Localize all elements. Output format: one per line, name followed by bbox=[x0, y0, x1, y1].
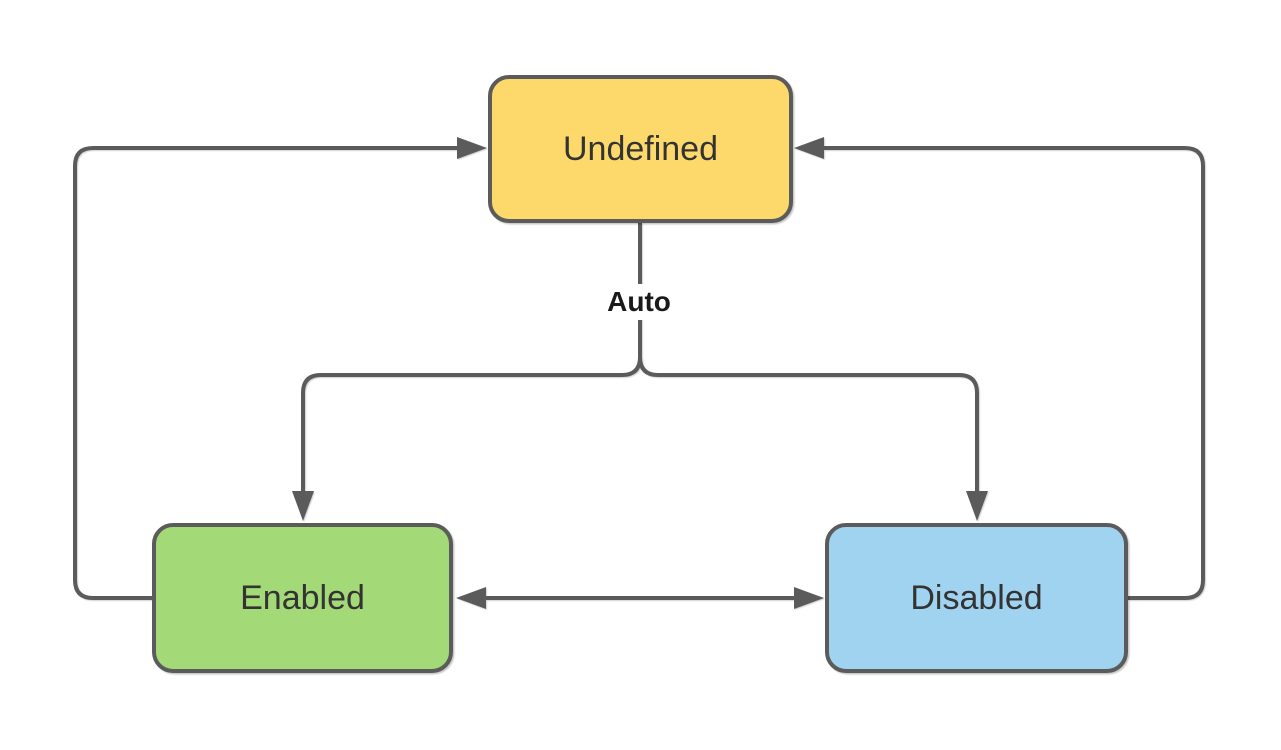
arrowhead-into-undefined-left bbox=[457, 137, 487, 159]
edge-disabled-to-undefined bbox=[820, 146, 1205, 600]
state-node-enabled-label: Enabled bbox=[240, 578, 365, 617]
state-node-undefined: Undefined bbox=[488, 75, 793, 223]
edge-undefined-to-enabled-auto bbox=[301, 223, 642, 495]
state-node-enabled: Enabled bbox=[152, 523, 453, 673]
edge-enabled-to-undefined bbox=[73, 146, 461, 600]
arrowhead-into-enabled-right bbox=[456, 587, 486, 609]
edge-label-auto: Auto bbox=[600, 284, 678, 320]
arrowhead-into-disabled-top bbox=[966, 491, 988, 521]
arrowhead-into-undefined-right bbox=[794, 137, 824, 159]
state-node-disabled-label: Disabled bbox=[910, 578, 1043, 617]
arrowhead-into-enabled-top bbox=[292, 491, 314, 521]
state-node-disabled: Disabled bbox=[825, 523, 1128, 673]
state-node-undefined-label: Undefined bbox=[562, 129, 718, 168]
arrowhead-into-disabled-left bbox=[794, 587, 824, 609]
edge-undefined-to-disabled-auto bbox=[638, 223, 979, 495]
